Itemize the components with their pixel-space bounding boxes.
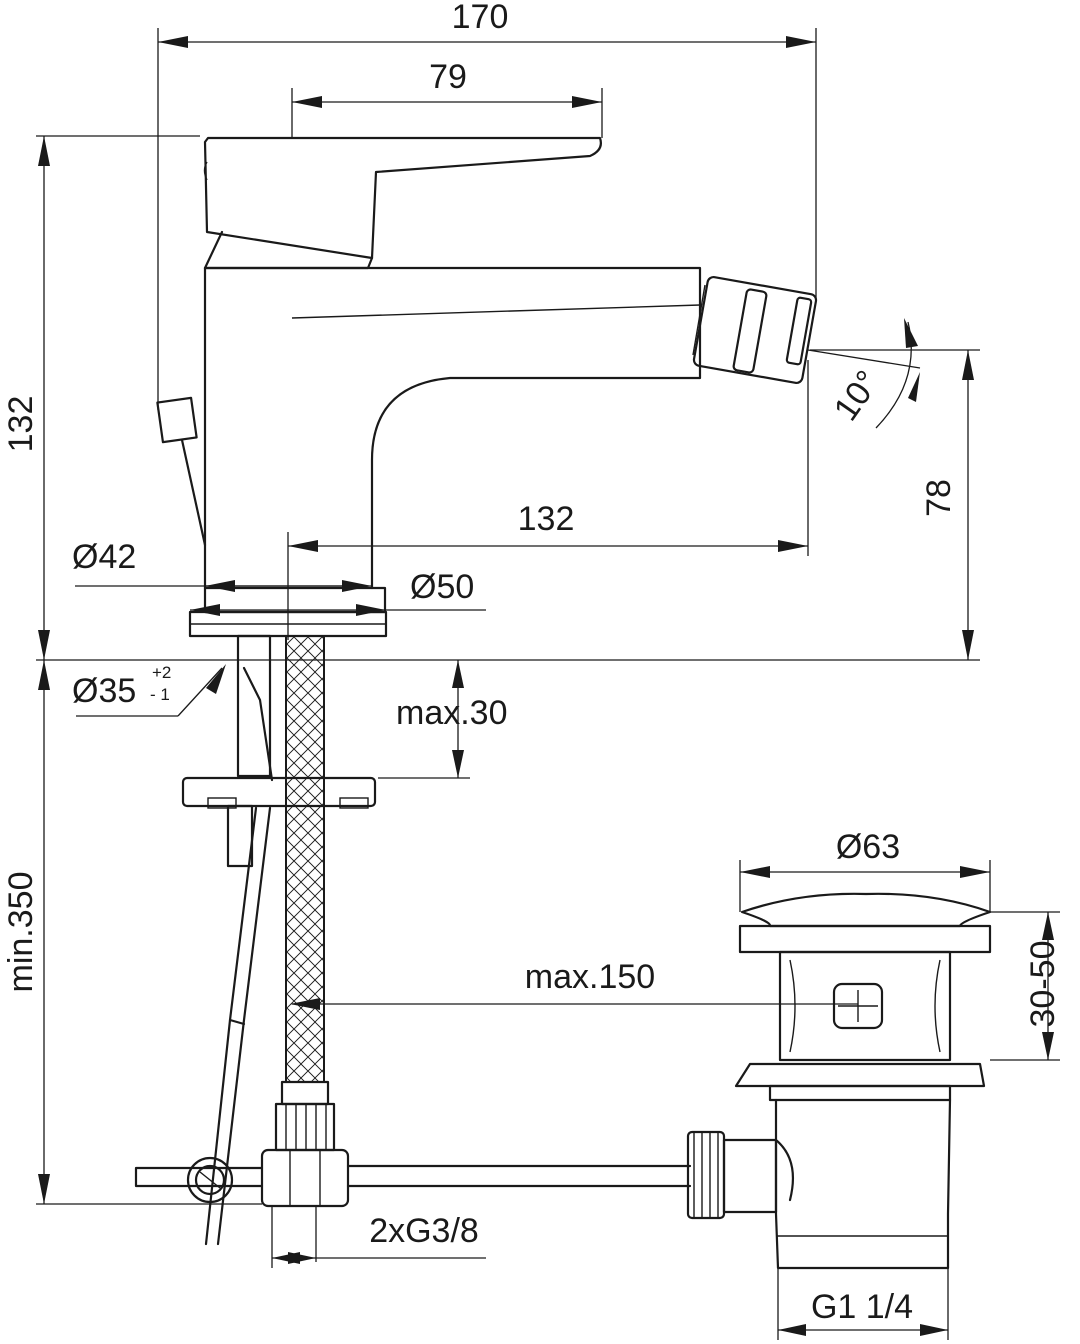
waste-assembly xyxy=(686,892,992,1270)
label-spout-height: 78 xyxy=(920,479,958,517)
popup-knob xyxy=(156,396,198,444)
lever-handle xyxy=(203,136,602,260)
label-base-diameter: Ø50 xyxy=(410,568,474,606)
dimension-labels: 170 79 132 132 78 10° Ø42 Ø50 Ø35 +2 - 1… xyxy=(2,0,1062,1326)
braided-hose xyxy=(285,635,325,1083)
overflow-window xyxy=(832,982,884,1030)
dimension-lines xyxy=(36,28,1060,1340)
installation-kit xyxy=(134,634,692,1246)
label-waste-height: 30-50 xyxy=(1024,941,1062,1028)
rod-clamp xyxy=(186,1156,234,1204)
lever-neck xyxy=(203,230,374,270)
label-hole-tol-plus: +2 xyxy=(152,663,171,682)
label-hole-diameter: Ø35 xyxy=(72,672,136,710)
label-height-total: 132 xyxy=(2,396,40,453)
label-width-total: 170 xyxy=(452,0,509,36)
label-spout-angle: 10° xyxy=(827,364,888,428)
label-hose-length: min.350 xyxy=(2,872,40,993)
union-nut xyxy=(260,1148,350,1208)
mixer-body xyxy=(156,136,818,638)
fixing-plate xyxy=(181,776,377,808)
label-lever-reach: 79 xyxy=(429,58,467,96)
waste-plug xyxy=(740,892,992,928)
waste-body xyxy=(774,1098,952,1270)
spout-body xyxy=(203,266,702,590)
label-waste-thread: G1 1/4 xyxy=(811,1288,913,1326)
label-deck-thickness: max.30 xyxy=(396,694,508,732)
linkage-rod xyxy=(134,1166,264,1188)
label-body-diameter: Ø42 xyxy=(72,538,136,576)
label-hole-tol-minus: - 1 xyxy=(150,685,170,704)
label-waste-offset: max.150 xyxy=(525,958,655,996)
label-waste-diameter: Ø63 xyxy=(836,828,900,866)
spout-nozzle xyxy=(692,275,818,385)
label-connections: 2xG3/8 xyxy=(369,1212,479,1250)
label-spout-reach: 132 xyxy=(518,500,575,538)
